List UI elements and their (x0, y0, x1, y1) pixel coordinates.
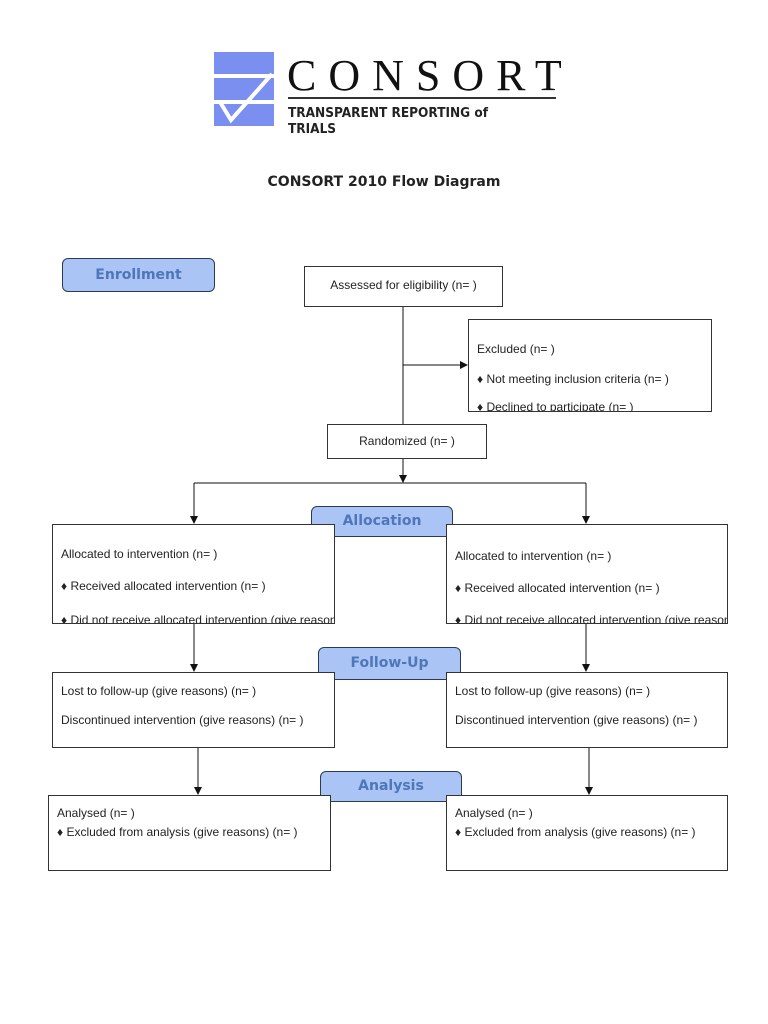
allocation-right-box: Allocated to intervention (n= ) ♦ Receiv… (446, 524, 728, 624)
assessed-text: Assessed for eligibility (n= ) (330, 278, 477, 292)
assessed-box: Assessed for eligibility (n= ) (304, 266, 503, 307)
allocation-left-box: Allocated to intervention (n= ) ♦ Receiv… (52, 524, 335, 624)
analysis-left-box: Analysed (n= ) ♦ Excluded from analysis … (48, 795, 331, 871)
lost-to-followup: Lost to follow-up (give reasons) (n= ) (61, 684, 257, 698)
page-title: CONSORT 2010 Flow Diagram (267, 174, 501, 190)
discontinued: Discontinued intervention (give reasons)… (61, 713, 304, 727)
stage-follow-up: Follow-Up (318, 647, 461, 680)
analysed: Analysed (n= ) (455, 806, 533, 820)
stage-analysis: Analysis (320, 771, 462, 802)
followup-right-box: Lost to follow-up (give reasons) (n= ) D… (446, 672, 728, 748)
excluded-box: Excluded (n= ) ♦ Not meeting inclusion c… (468, 319, 712, 412)
allocation-title: Allocated to intervention (n= ) (455, 549, 612, 563)
allocation-item: ♦ Did not receive allocated intervention… (455, 613, 727, 624)
consort-logo: CONSORT TRANSPARENT REPORTING of TRIALS (214, 51, 562, 137)
excluded-from-analysis: ♦ Excluded from analysis (give reasons) … (57, 825, 298, 839)
followup-left-box: Lost to follow-up (give reasons) (n= ) D… (52, 672, 335, 748)
allocation-item: ♦ Did not receive allocated intervention… (61, 613, 334, 624)
logo-divider (288, 97, 556, 99)
logo-wordmark: CONSORT (287, 51, 574, 100)
excluded-from-analysis: ♦ Excluded from analysis (give reasons) … (455, 825, 696, 839)
stage-enrollment: Enrollment (62, 258, 215, 292)
analysed: Analysed (n= ) (57, 806, 135, 820)
discontinued: Discontinued intervention (give reasons)… (455, 713, 698, 727)
allocation-item: ♦ Received allocated intervention (n= ) (61, 579, 266, 593)
randomized-box: Randomized (n= ) (327, 424, 487, 459)
analysis-right-box: Analysed (n= ) ♦ Excluded from analysis … (446, 795, 728, 871)
stage-allocation: Allocation (311, 506, 453, 537)
lost-to-followup: Lost to follow-up (give reasons) (n= ) (455, 684, 651, 698)
logo-tagline: TRANSPARENT REPORTING of TRIALS (288, 105, 489, 137)
excluded-item: ♦ Declined to participate (n= ) (477, 400, 634, 412)
excluded-title: Excluded (n= ) (477, 342, 555, 356)
allocation-item: ♦ Received allocated intervention (n= ) (455, 581, 660, 595)
randomized-text: Randomized (n= ) (359, 434, 455, 448)
logo-checkmark-icon (214, 52, 274, 126)
excluded-item: ♦ Not meeting inclusion criteria (n= ) (477, 372, 669, 386)
allocation-title: Allocated to intervention (n= ) (61, 547, 218, 561)
